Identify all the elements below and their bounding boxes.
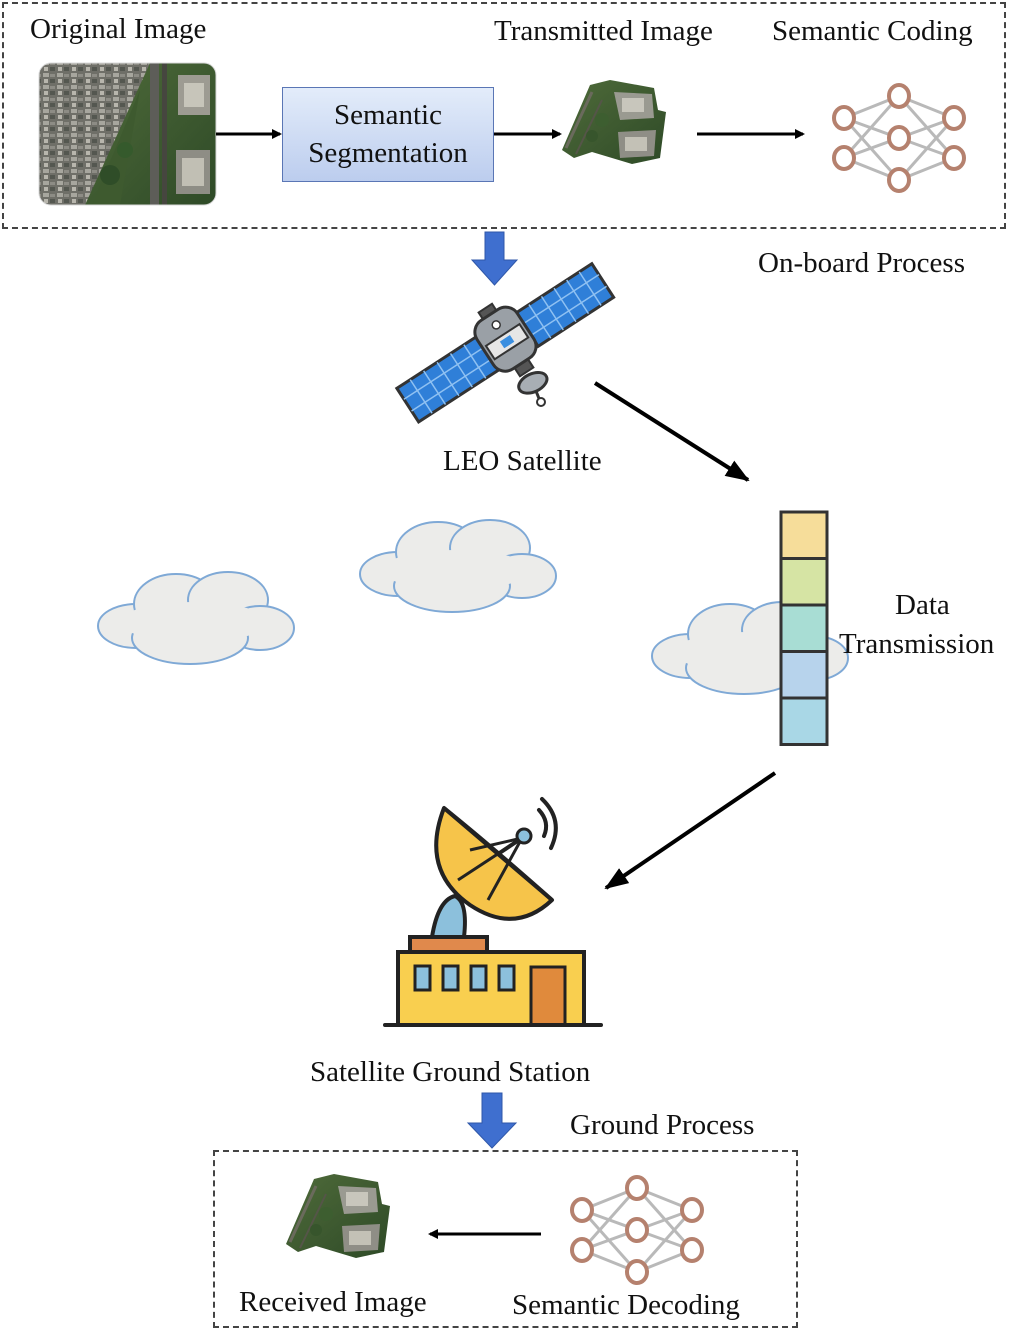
onboard-process-box xyxy=(2,2,1006,229)
arrow-satellite-to-data xyxy=(593,381,750,482)
data-packet-block xyxy=(779,650,829,700)
received-image-label: Received Image xyxy=(239,1286,427,1318)
data-packet-block xyxy=(779,557,829,607)
leo-satellite-label: LEO Satellite xyxy=(443,445,602,477)
data-packet-block xyxy=(779,510,829,560)
onboard-process-label: On-board Process xyxy=(758,247,965,279)
data-packet-block xyxy=(779,696,829,746)
data-packet-block xyxy=(779,603,829,653)
ground-process-label: Ground Process xyxy=(570,1109,755,1141)
semantic-coding-label: Semantic Coding xyxy=(772,15,973,47)
transmitted-image xyxy=(560,78,668,166)
data-transmission-line1: Data xyxy=(895,589,950,621)
neural-network-icon xyxy=(570,1175,704,1285)
segmentation-line1: Semantic xyxy=(334,98,442,131)
semantic-segmentation-box: Semantic Segmentation xyxy=(282,87,494,182)
data-packet-stack xyxy=(779,510,829,746)
original-image xyxy=(39,63,216,205)
ground-process-box xyxy=(213,1150,798,1328)
arrow-data-to-ground xyxy=(604,771,777,890)
cloud-icon xyxy=(97,571,295,665)
semantic-decoding-label: Semantic Decoding xyxy=(512,1289,740,1321)
original-image-label: Original Image xyxy=(30,13,207,45)
received-image xyxy=(284,1172,392,1260)
satellite-icon xyxy=(394,261,616,424)
data-transmission-line2: Transmission xyxy=(839,628,995,660)
ground-station-icon xyxy=(383,797,603,1027)
ground-station-label: Satellite Ground Station xyxy=(310,1056,591,1088)
transmitted-image-label: Transmitted Image xyxy=(494,15,713,47)
segmentation-line2: Segmentation xyxy=(308,136,468,169)
down-arrow-onboard xyxy=(470,231,519,286)
cloud-icon xyxy=(359,519,557,613)
neural-network-icon xyxy=(832,83,966,193)
down-arrow-ground xyxy=(466,1092,518,1149)
